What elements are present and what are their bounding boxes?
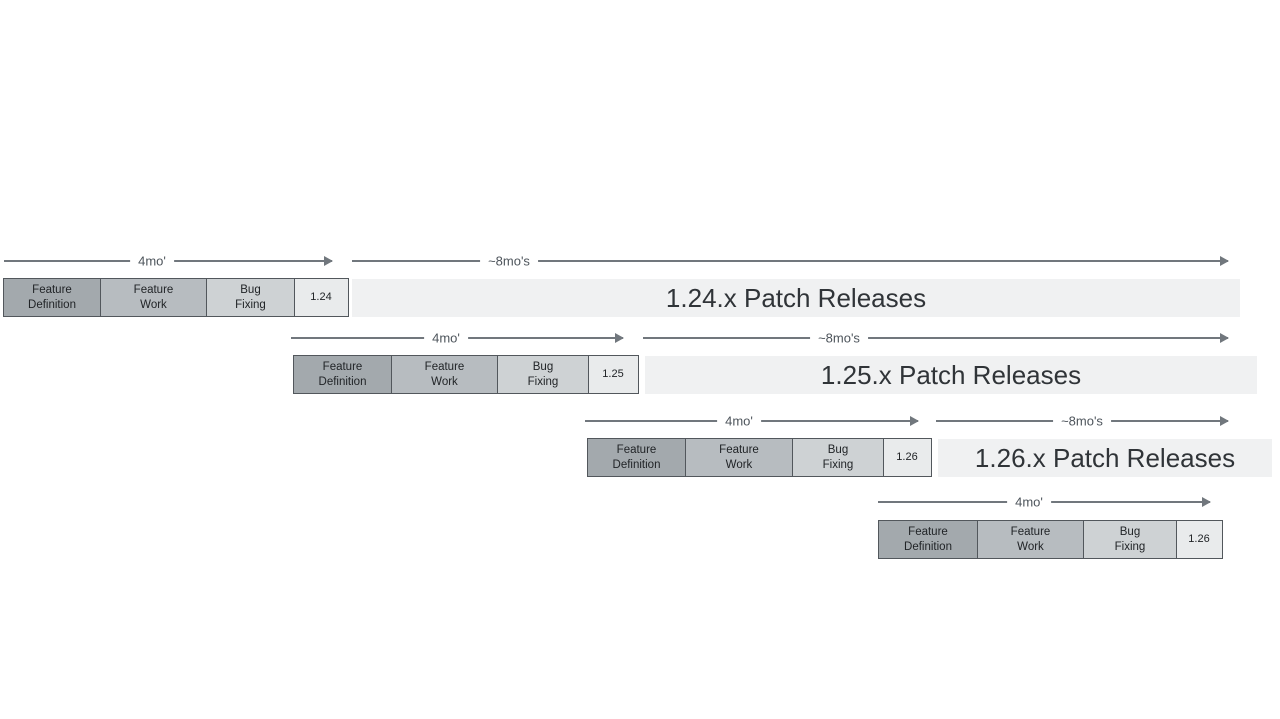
dev-duration-arrow: 4mo': [585, 413, 919, 429]
arrow-head-icon: [1202, 497, 1211, 507]
version-box: 1.24: [293, 278, 349, 317]
phase-strip: Feature Definition Feature Work Bug Fixi…: [587, 438, 932, 477]
patch-duration-arrow: ~8mo's: [643, 330, 1229, 346]
phase-strip: Feature Definition Feature Work Bug Fixi…: [293, 355, 639, 394]
dev-duration-label: 4mo': [424, 330, 468, 346]
patch-duration-label: ~8mo's: [480, 253, 538, 269]
patch-duration-label: ~8mo's: [1053, 413, 1111, 429]
phase-bug-fixing: Bug Fixing: [1083, 520, 1177, 559]
patch-duration-arrow: ~8mo's: [936, 413, 1229, 429]
patch-releases-bar: 1.24.x Patch Releases: [352, 279, 1240, 317]
phase-feature-definition: Feature Definition: [3, 278, 101, 317]
phase-feature-work: Feature Work: [976, 520, 1085, 559]
phase-strip: Feature Definition Feature Work Bug Fixi…: [3, 278, 349, 317]
patch-releases-bar: 1.26.x Patch Releases: [938, 439, 1272, 477]
phase-feature-definition: Feature Definition: [878, 520, 978, 559]
patch-releases-bar: 1.25.x Patch Releases: [645, 356, 1257, 394]
phase-bug-fixing: Bug Fixing: [792, 438, 884, 477]
dev-duration-label: 4mo': [717, 413, 761, 429]
version-box: 1.25: [587, 355, 639, 394]
arrow-head-icon: [615, 333, 624, 343]
phase-strip: Feature Definition Feature Work Bug Fixi…: [878, 520, 1223, 559]
patch-duration-label: ~8mo's: [810, 330, 868, 346]
arrow-head-icon: [1220, 333, 1229, 343]
phase-feature-definition: Feature Definition: [293, 355, 392, 394]
arrow-head-icon: [1220, 256, 1229, 266]
phase-bug-fixing: Bug Fixing: [206, 278, 295, 317]
patch-duration-arrow: ~8mo's: [352, 253, 1229, 269]
dev-duration-arrow: 4mo': [291, 330, 624, 346]
phase-feature-work: Feature Work: [684, 438, 794, 477]
arrow-head-icon: [324, 256, 333, 266]
dev-duration-arrow: 4mo': [878, 494, 1211, 510]
phase-feature-definition: Feature Definition: [587, 438, 686, 477]
dev-duration-arrow: 4mo': [4, 253, 333, 269]
version-box: 1.26: [882, 438, 932, 477]
arrow-head-icon: [910, 416, 919, 426]
phase-bug-fixing: Bug Fixing: [497, 355, 589, 394]
dev-duration-label: 4mo': [130, 253, 174, 269]
phase-feature-work: Feature Work: [390, 355, 499, 394]
dev-duration-label: 4mo': [1007, 494, 1051, 510]
arrow-head-icon: [1220, 416, 1229, 426]
phase-feature-work: Feature Work: [99, 278, 208, 317]
version-box: 1.26: [1175, 520, 1223, 559]
